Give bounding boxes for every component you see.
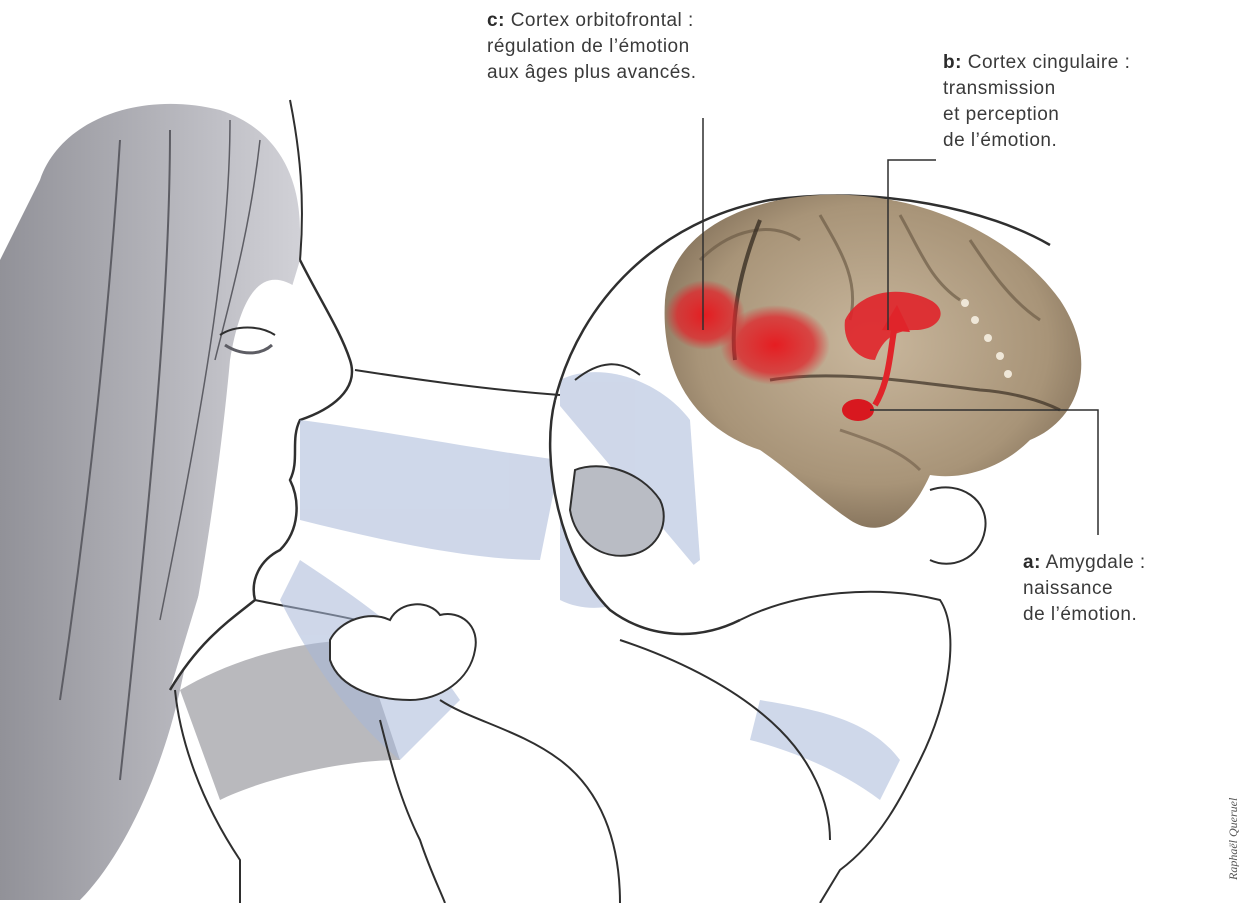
label-c-line-1: Cortex orbitofrontal :	[511, 10, 694, 31]
mother-shoulder	[355, 370, 560, 395]
label-b-line-3: et perception	[943, 102, 1130, 128]
illustrator-credit: Raphaël Queruel	[1226, 798, 1239, 880]
label-b-line-1: Cortex cingulaire :	[968, 52, 1131, 73]
label-a-line-1: Amygdale :	[1046, 552, 1146, 573]
cingulate-label: b: Cortex cingulaire : transmission et p…	[943, 50, 1130, 154]
amygdala-label: a: Amygdale : naissance de l’émotion.	[1023, 550, 1146, 628]
label-b-line-2: transmission	[943, 76, 1130, 102]
label-c-line-2: régulation de l’émotion	[487, 34, 697, 60]
amygdala-highlight	[842, 399, 874, 421]
label-key-a: a:	[1023, 552, 1041, 573]
label-key-c: c:	[487, 10, 505, 31]
label-key-b: b:	[943, 52, 962, 73]
label-a-line-3: de l’émotion.	[1023, 602, 1146, 628]
label-b-line-4: de l’émotion.	[943, 128, 1130, 154]
label-c-line-3: aux âges plus avancés.	[487, 60, 697, 86]
orbitofrontal-label: c: Cortex orbitofrontal : régulation de …	[487, 8, 697, 86]
label-a-line-2: naissance	[1023, 576, 1146, 602]
